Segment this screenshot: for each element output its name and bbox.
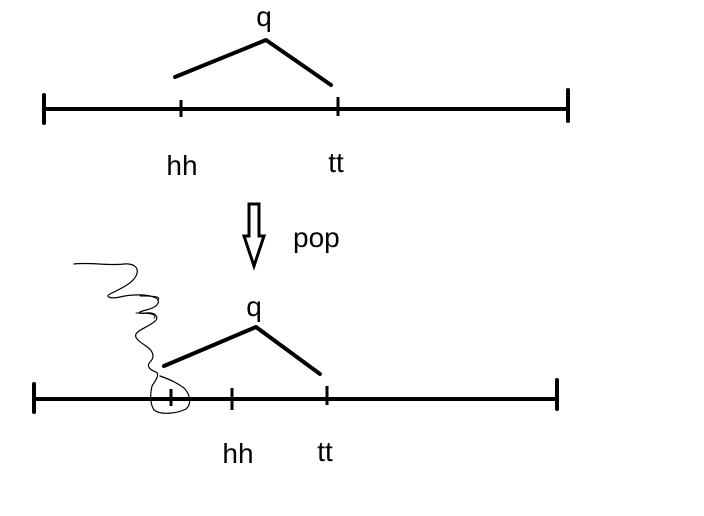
top-queue-label: q	[256, 1, 272, 32]
bottom-queue-bracket	[162, 325, 322, 376]
pop-operation: pop	[241, 202, 340, 271]
bottom-diagram: q hh tt	[32, 262, 559, 469]
bottom-tail-label: tt	[317, 436, 333, 467]
top-tail-label: tt	[328, 147, 344, 178]
down-arrow-icon	[241, 202, 267, 271]
top-queue-bracket	[173, 38, 333, 87]
pop-label: pop	[293, 222, 340, 253]
top-diagram: q hh tt	[42, 1, 570, 181]
smoke-scribble-icon	[73, 262, 191, 414]
top-head-label: hh	[166, 150, 197, 181]
smoke-scribble-loop-icon	[135, 295, 160, 319]
bottom-queue-label: q	[246, 291, 262, 322]
bottom-head-label: hh	[222, 438, 253, 469]
